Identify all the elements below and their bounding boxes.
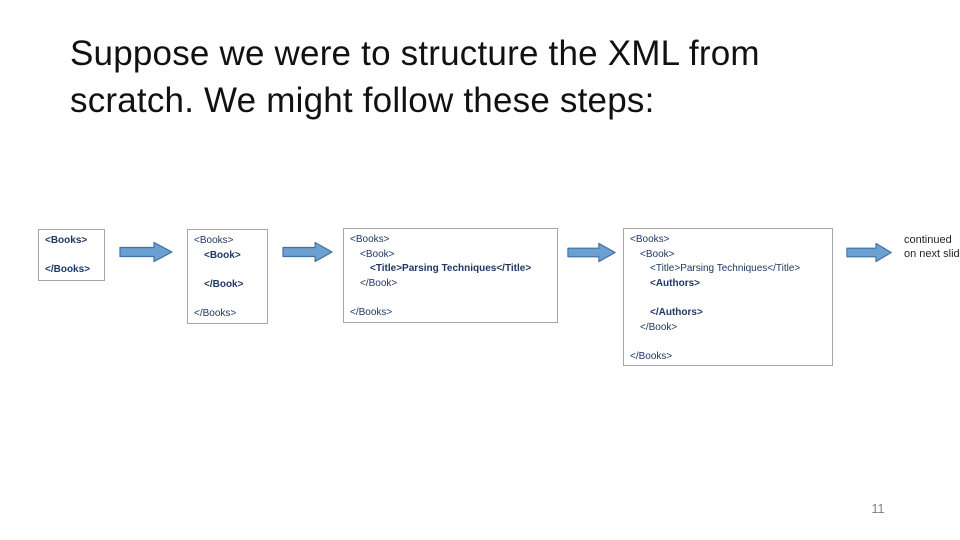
code-line: </Books> <box>350 306 393 318</box>
code-line: </Books> <box>45 264 91 276</box>
page-title: Suppose we were to structure the XML fro… <box>70 34 760 120</box>
xml-step-box-1: <Books> </Books> <box>38 229 105 281</box>
arrow-right-icon <box>846 242 893 263</box>
code-line <box>194 263 261 278</box>
code-line: <Books> <box>630 234 670 245</box>
code-line: <Book> <box>640 248 675 260</box>
code-line: <Book> <box>204 249 241 261</box>
code-line <box>194 292 261 307</box>
arrow-right-icon <box>119 241 174 263</box>
code-line: <Books> <box>350 234 390 245</box>
code-line: </Book> <box>640 321 678 333</box>
page-number: 11 <box>871 502 885 516</box>
code-line: <Title>Parsing Techniques</Title> <box>650 263 801 275</box>
arrow-right-icon <box>282 241 334 263</box>
code-line <box>630 291 826 306</box>
xml-step-box-4: <Books> <Book> <Title>Parsing Techniques</… <box>623 228 833 366</box>
code-line <box>630 335 826 350</box>
code-line: </Books> <box>194 307 237 319</box>
code-line: <Authors> <box>650 277 701 289</box>
code-line: </Book> <box>204 278 244 290</box>
code-line: <Book> <box>360 248 395 260</box>
code-line <box>350 291 551 306</box>
code-line: </Books> <box>630 350 673 362</box>
code-line: <Books> <box>194 235 234 246</box>
code-line: <Books> <box>45 235 88 246</box>
continued-note: continued on next slide <box>904 234 960 260</box>
xml-step-box-3: <Books> <Book> <Title>Parsing Techniques</… <box>343 228 558 323</box>
xml-step-box-2: <Books> <Book> </Book> </Books> <box>187 229 268 324</box>
code-line: </Book> <box>360 277 398 289</box>
arrow-right-icon <box>567 242 617 263</box>
code-line: </Authors> <box>650 306 703 318</box>
code-line <box>45 249 98 264</box>
code-line: <Title>Parsing Techniques</Title> <box>370 263 532 275</box>
